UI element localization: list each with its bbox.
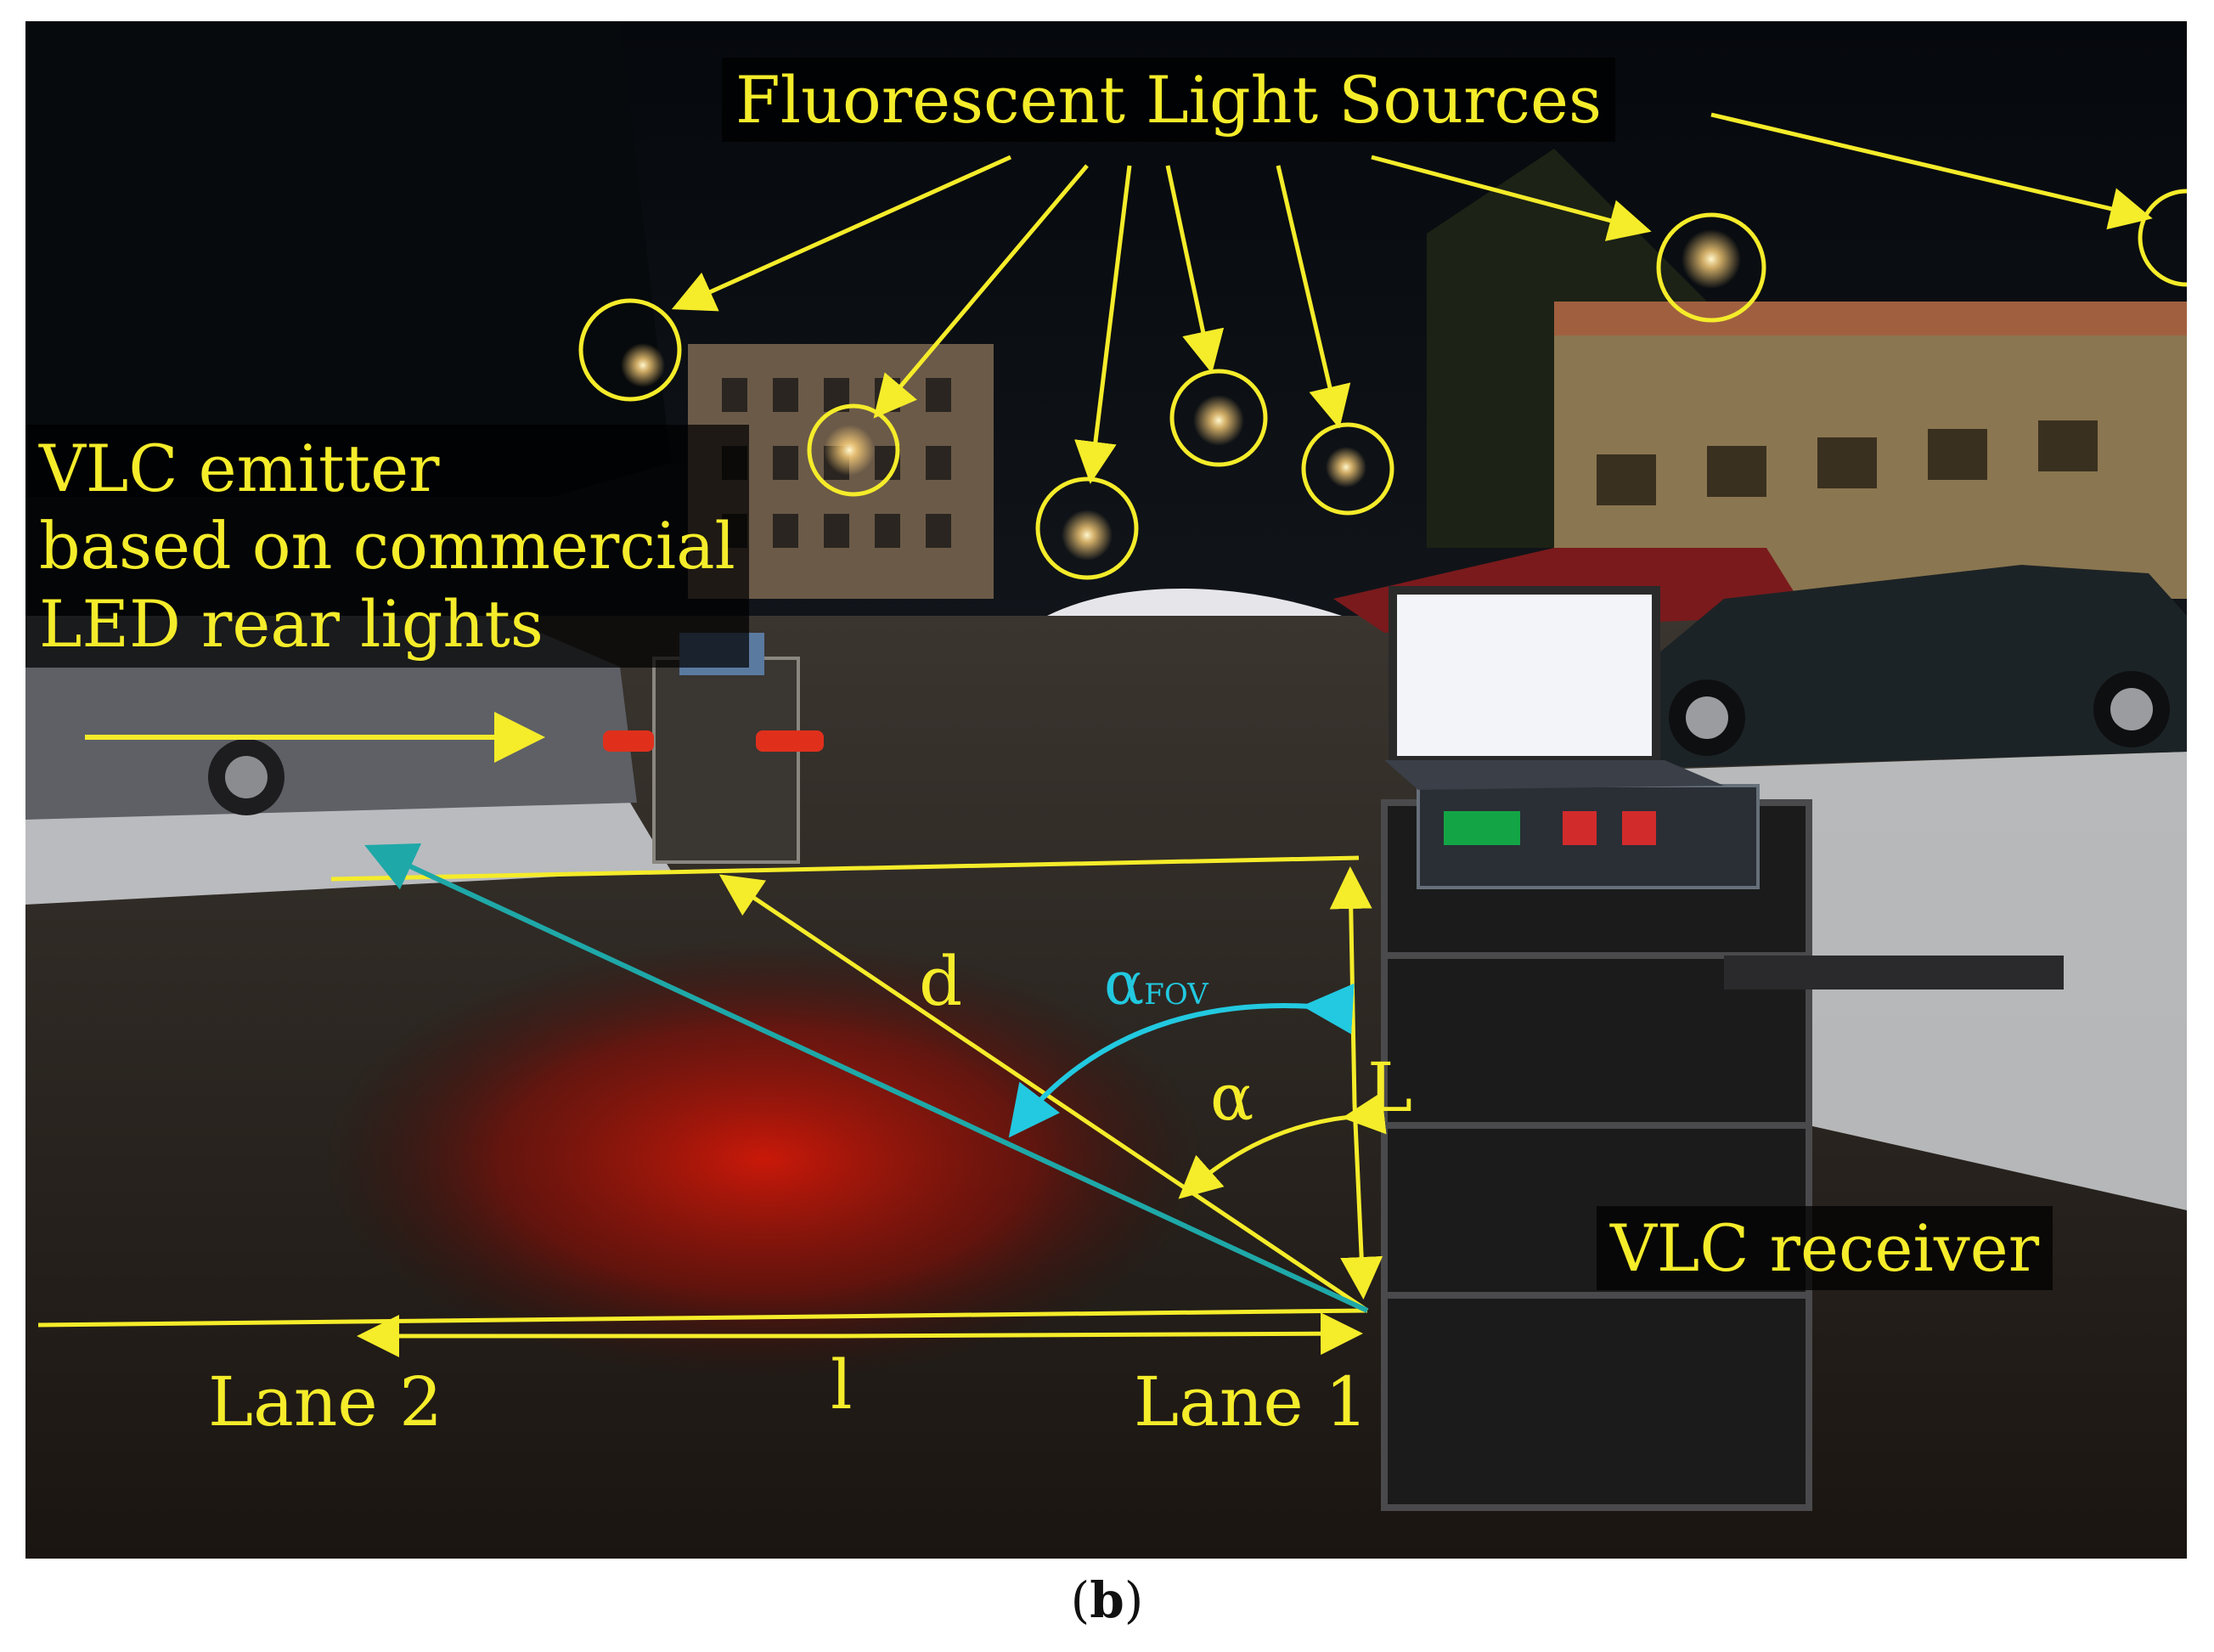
emitter-label-line2: based on commercial [39,508,735,584]
emitter-label: VLC emitter based on commercial LED rear… [25,425,749,668]
caption-open: ( [1070,1571,1090,1629]
circle-marker-7 [2138,189,2187,287]
alpha-fov-subscript: FOV [1144,978,1208,1012]
lane1-line [37,1308,1368,1328]
circle-marker-1 [578,298,682,402]
l-label: l [831,1345,853,1424]
L-label: L [1367,1048,1413,1127]
lane2-label: Lane 2 [208,1362,443,1441]
circle-marker-icon [578,189,2187,580]
alpha-fov-label: αFOV [1104,950,1208,1018]
fluorescent-label: Fluorescent Light Sources [722,58,1615,143]
circle-marker-6 [1656,212,1766,323]
photo-scene [25,21,2187,1559]
car-right-2 [1622,565,2187,769]
arrow-icon [671,112,2153,484]
circle-marker-2 [807,403,900,497]
laptop-icon [1384,586,1724,790]
fov-line [364,843,1369,1313]
tree-left [25,21,671,497]
receiver-cart [1381,784,2064,1511]
emitter-label-line1: VLC emitter [39,431,440,506]
alpha-fov-symbol: α [1104,949,1145,1018]
red-reflection [323,939,1206,1380]
lamps [621,229,1741,561]
emitter-label-line3: LED rear lights [39,585,544,662]
receiver-label: VLC receiver [1597,1206,2053,1291]
emitter-cart [603,633,824,864]
fov-arc [1008,983,1355,1138]
distance-d-label: d [919,942,963,1021]
l-right [840,1312,1363,1356]
figure-caption: (b) [0,1571,2214,1629]
lane1-label: Lane 1 [1134,1362,1369,1441]
caption-letter: b [1090,1571,1124,1629]
alpha-label: α [1210,1059,1254,1135]
lane2-line [330,855,1360,882]
caption-close: ) [1124,1571,1144,1629]
